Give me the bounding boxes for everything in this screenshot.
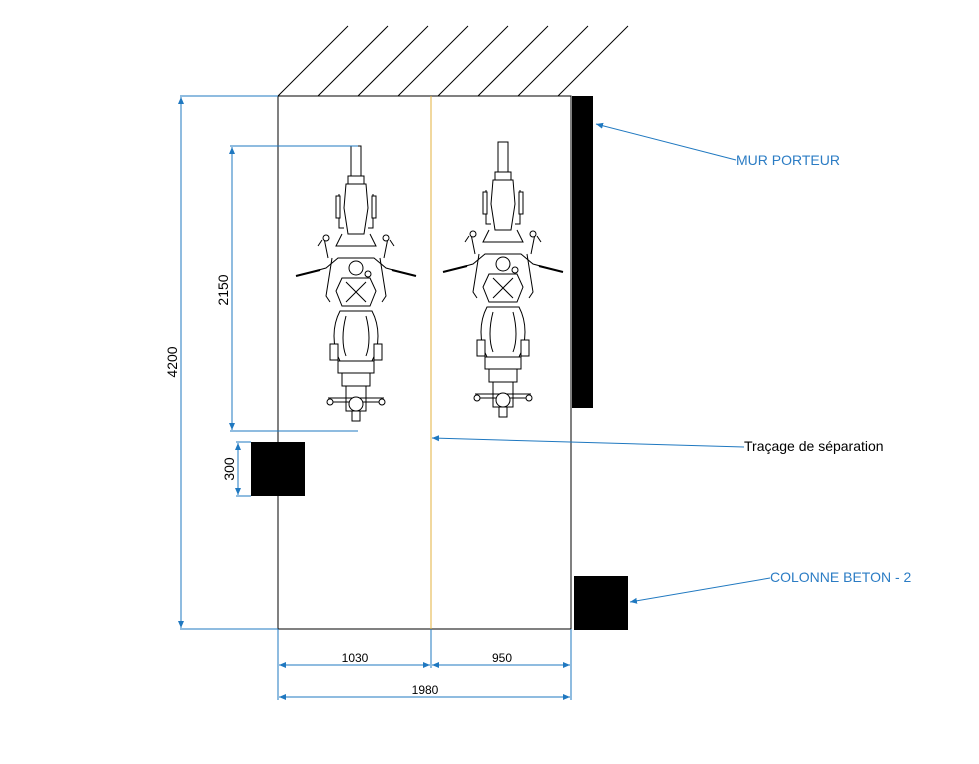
dimension-widths: 1030 950 1980 [277,629,572,700]
colonne-right-block [574,576,628,630]
mur-porteur-block [572,96,593,408]
colonne-label: COLONNE BETON - 2 [770,569,912,585]
callout-colonne: COLONNE BETON - 2 [629,569,912,604]
dimension-2150-label: 2150 [215,274,231,305]
dimension-4200-label: 4200 [164,346,180,377]
dimension-1030-label: 1030 [342,651,369,665]
dimension-column-size: 300 [221,441,251,497]
dimension-total-length: 4200 [164,95,278,630]
dimension-950-label: 950 [492,651,512,665]
colonne-left-block [251,442,305,496]
motorcycle-left-icon [295,145,417,422]
parking-space-outline [277,95,572,630]
motorcycle-right-icon [442,141,564,418]
dimension-300-label: 300 [221,457,237,481]
mur-porteur-label: MUR PORTEUR [736,152,840,168]
dimension-1980-label: 1980 [412,683,439,697]
dimension-moto-length: 2150 [215,145,358,432]
callout-tracage: Traçage de séparation [431,435,884,454]
callout-mur-porteur: MUR PORTEUR [595,122,840,168]
hatch-wall-icon [277,25,629,97]
tracage-label: Traçage de séparation [744,438,884,454]
